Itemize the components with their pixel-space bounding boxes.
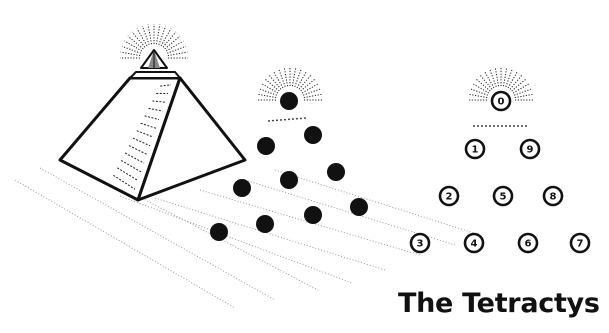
dot-5 [327, 163, 345, 181]
number-circle-4: 4 [465, 234, 483, 252]
number-circle-1: 1 [466, 140, 484, 158]
number-circle-9: 9 [521, 140, 539, 158]
number-circle-0: 0 [492, 92, 510, 110]
dot-8 [304, 206, 322, 224]
number-label: 4 [471, 239, 478, 250]
pyramid-top-face [130, 72, 180, 78]
number-triangle: 0 1 9 2 5 8 3 4 6 7 [411, 92, 589, 252]
number-label: 8 [550, 192, 557, 203]
number-circle-5: 5 [494, 187, 512, 205]
number-label: 6 [525, 239, 532, 250]
dot-triangle-underline [268, 118, 306, 121]
dot-triangle [210, 92, 368, 241]
all-seeing-eye-capstone [141, 50, 167, 68]
number-label: 3 [417, 239, 424, 250]
caption-title: The Tetractys [398, 288, 609, 320]
number-circle-6: 6 [519, 234, 537, 252]
perspective-lines [15, 158, 480, 308]
dot-9 [350, 198, 368, 216]
number-label: 2 [446, 192, 453, 203]
number-circle-7: 7 [571, 234, 589, 252]
dot-3 [233, 179, 251, 197]
number-label: 7 [577, 239, 584, 250]
number-circle-2: 2 [440, 187, 458, 205]
dot-2 [304, 126, 322, 144]
dot-4 [280, 171, 298, 189]
number-circle-3: 3 [411, 234, 429, 252]
dot-6 [210, 223, 228, 241]
number-label: 0 [498, 97, 505, 108]
dot-0 [280, 92, 298, 110]
number-label: 1 [472, 145, 479, 156]
dot-1 [257, 137, 275, 155]
dot-7 [256, 215, 274, 233]
number-label: 9 [527, 145, 534, 156]
number-label: 5 [500, 192, 507, 203]
pyramid [60, 24, 245, 200]
number-circle-8: 8 [544, 187, 562, 205]
